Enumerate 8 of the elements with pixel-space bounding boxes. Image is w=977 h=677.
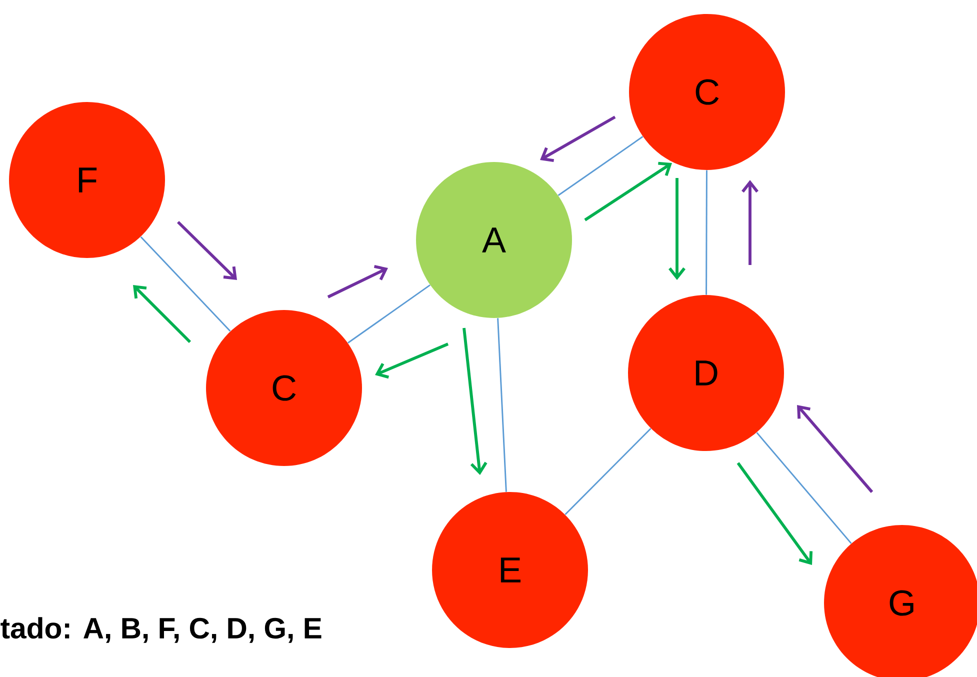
connector-line — [756, 432, 852, 544]
connector-line — [564, 428, 652, 516]
connector-line — [140, 236, 231, 332]
connector-line — [706, 170, 708, 295]
connector-line — [348, 284, 430, 344]
result-text: tado: A, B, F, C, D, G, E — [0, 617, 322, 643]
connector-line — [558, 136, 644, 196]
connector-line — [497, 318, 507, 492]
